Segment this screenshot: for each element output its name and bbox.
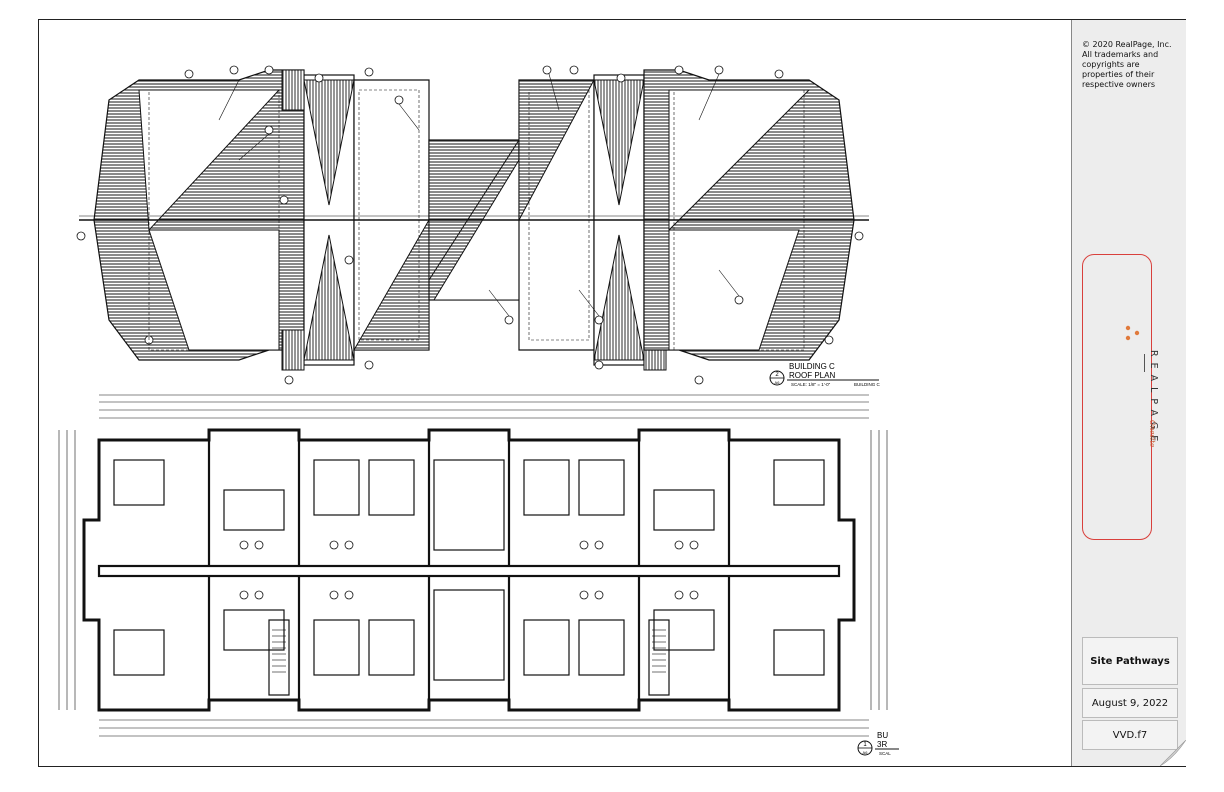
architectural-drawing: 2 A6 BUILDING C ROOF PLAN SCALE: 1/8" = … [58, 65, 899, 756]
logo-tagline: Onesite [1148, 420, 1156, 448]
floor-plan-title-line2: 3R [877, 740, 887, 749]
logo-divider [1144, 354, 1145, 372]
floor-plan [58, 394, 888, 737]
logo-wordmark: REALPAGE [1148, 350, 1159, 448]
floor-plan-label: 1 A6 BU 3R SCAL [857, 731, 899, 756]
roof-plan-label: 2 A6 BUILDING C ROOF PLAN SCALE: 1/8" = … [769, 362, 881, 387]
title-block: © 2020 RealPage, Inc. All trademarks and… [1071, 20, 1186, 766]
roof-plan-number: 2 [775, 372, 779, 378]
drawing-area: 2 A6 BUILDING C ROOF PLAN SCALE: 1/8" = … [39, 20, 1071, 766]
copyright-notice: © 2020 RealPage, Inc. All trademarks and… [1082, 40, 1172, 89]
floor-plan-number: 1 [863, 742, 867, 748]
project-name: Site Pathways [1082, 637, 1178, 685]
roof-plan-title-line1: BUILDING C [789, 362, 835, 371]
sheet-date: August 9, 2022 [1082, 688, 1178, 718]
page-curl-icon [1160, 740, 1186, 766]
roof-plan-sheet-ref: A6 [775, 380, 781, 385]
floor-plan-title-line1: BU [877, 731, 888, 740]
sheet-code: VVD.f7 [1082, 720, 1178, 750]
roof-plan-building: BUILDING C [854, 382, 881, 387]
logo-highlight-box [1082, 254, 1152, 540]
roof-plan-title-line2: ROOF PLAN [789, 371, 835, 380]
floor-plan-scale: SCAL [879, 751, 891, 756]
floor-plan-sheet-ref: A6 [863, 750, 869, 755]
realpage-dots-icon [1125, 325, 1140, 341]
roof-plan [76, 65, 869, 385]
realpage-logo: REALPAGE Onesite [1148, 350, 1170, 490]
drawing-sheet: 2 A6 BUILDING C ROOF PLAN SCALE: 1/8" = … [38, 19, 1186, 767]
roof-plan-scale: SCALE: 1/8" = 1'-0" [791, 382, 831, 387]
